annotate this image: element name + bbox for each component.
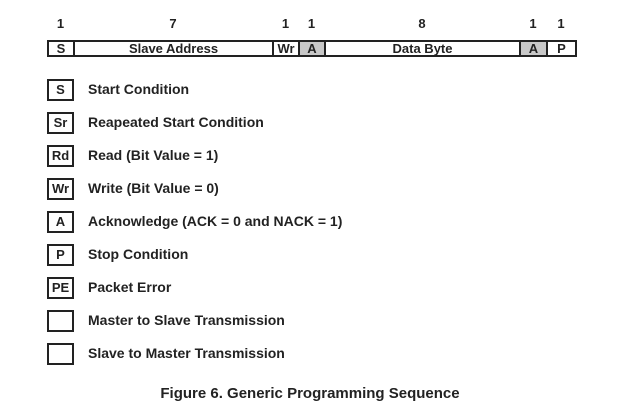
field-start: S bbox=[47, 40, 75, 57]
legend-symbol: Sr bbox=[47, 112, 74, 134]
bits-p: 1 bbox=[557, 16, 565, 31]
legend-swatch-white bbox=[47, 310, 74, 332]
field-data-byte: Data Byte bbox=[324, 40, 521, 57]
legend-text: Slave to Master Transmission bbox=[88, 345, 285, 361]
legend-text: Start Condition bbox=[88, 81, 190, 97]
bits-ack-2: 1 bbox=[529, 16, 537, 31]
bits-wr: 1 bbox=[281, 16, 290, 31]
legend-symbol: Wr bbox=[47, 178, 74, 200]
field-slave-address: Slave Address bbox=[73, 40, 274, 57]
legend-text: Stop Condition bbox=[88, 246, 189, 262]
bits-ack: 1 bbox=[307, 16, 316, 31]
field-stop: P bbox=[546, 40, 577, 57]
bits-slave-address: 7 bbox=[169, 16, 177, 31]
legend-symbol: S bbox=[47, 79, 74, 101]
field-ack: A bbox=[298, 40, 326, 57]
legend-symbol: PE bbox=[47, 277, 74, 299]
field-ack-2: A bbox=[519, 40, 548, 57]
bits-s: 1 bbox=[56, 16, 65, 31]
legend-symbol: Rd bbox=[47, 145, 74, 167]
legend-text: Acknowledge (ACK = 0 and NACK = 1) bbox=[88, 213, 343, 229]
legend-symbol: P bbox=[47, 244, 74, 266]
legend-text: Packet Error bbox=[88, 279, 172, 295]
legend-text: Read (Bit Value = 1) bbox=[88, 147, 219, 163]
legend-swatch-gray bbox=[47, 343, 74, 365]
bits-data-byte: 8 bbox=[418, 16, 426, 31]
field-write: Wr bbox=[272, 40, 300, 57]
figure-caption: Figure 6. Generic Programming Sequence bbox=[160, 385, 460, 402]
legend-text: Reapeated Start Condition bbox=[88, 114, 264, 130]
legend-symbol: A bbox=[47, 211, 74, 233]
legend-text: Write (Bit Value = 0) bbox=[88, 180, 219, 196]
legend-text: Master to Slave Transmission bbox=[88, 312, 285, 328]
